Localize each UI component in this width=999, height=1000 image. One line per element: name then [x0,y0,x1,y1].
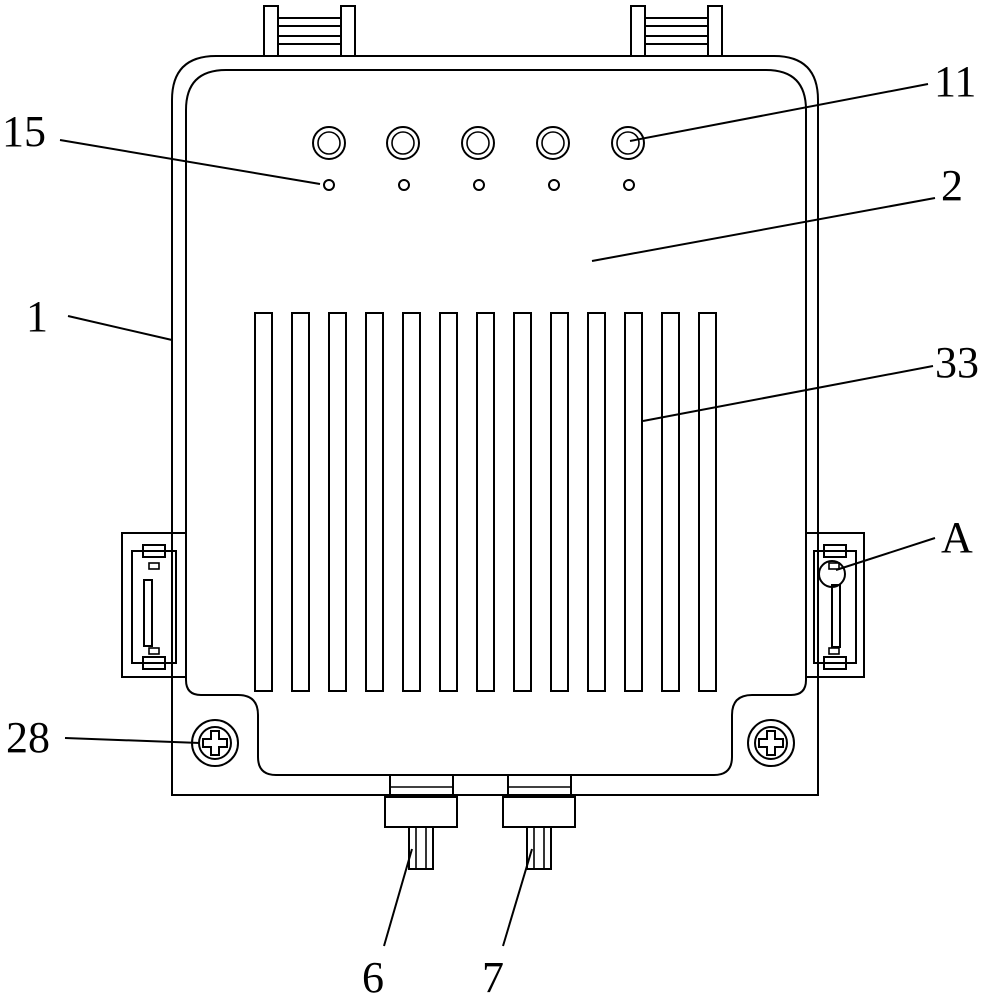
indicator-lamps [313,127,644,159]
label-33: 33 [935,338,979,387]
label-1: 1 [26,292,48,341]
side-clamp-left [122,533,186,677]
small-holes [324,180,634,190]
label-2: 2 [941,161,963,210]
leader-7 [503,849,532,946]
leader-15 [60,140,320,184]
vent-slots [255,313,716,691]
top-handle-right [631,6,722,56]
label-15: 15 [2,107,46,156]
label-A: A [941,513,973,562]
top-handle-left [264,6,355,56]
cable-gland-left [385,775,457,869]
leader-28 [65,738,200,743]
cable-gland-right [503,775,575,869]
side-clamp-right [806,533,864,677]
label-11: 11 [934,57,976,106]
housing-inner-edge [186,70,806,680]
leader-6 [384,849,412,946]
label-6: 6 [362,953,384,1000]
leader-1 [68,316,172,340]
label-7: 7 [482,953,504,1000]
screw-right [748,720,794,766]
leader-A [836,538,935,570]
leader-11 [630,84,928,141]
leader-33 [643,366,933,421]
label-28: 28 [6,713,50,762]
leader-2 [592,198,935,261]
front-panel [186,680,806,775]
